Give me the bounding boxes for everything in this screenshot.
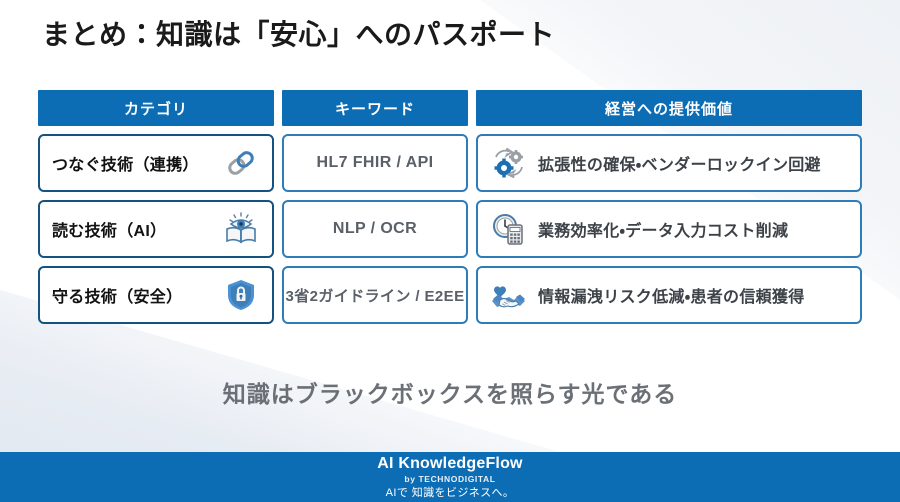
table-row: 守る技術（安全） 3省2ガイドライン / E2EE [38,266,862,324]
table-row: 読む技術（AI） [38,200,862,258]
keyword-label-1: HL7 FHIR / API [316,154,434,171]
handshake-heart-icon [490,276,528,314]
category-label-2: 読む技術（AI） [52,223,167,240]
clock-calculator-icon [490,210,528,248]
cell-category-3: 守る技術（安全） [38,266,274,324]
table-header-value: 経営への提供価値 [476,90,862,126]
table-header-category: カテゴリ [38,90,274,126]
cell-category-1: つなぐ技術（連携） [38,134,274,192]
category-label-1: つなぐ技術（連携） [52,157,199,174]
keyword-label-3: 3省2ガイドライン / E2EE [285,287,465,305]
footer-bar: AI KnowledgeFlow by TECHNODIGITAL AIで 知識… [0,452,900,502]
cell-value-3: 情報漏洩リスク低減・患者の信頼獲得 [476,266,862,324]
open-book-eye-icon [222,210,260,248]
summary-table: カテゴリ キーワード 経営への提供価値 つなぐ技術（連携） HL7 FHIR [38,90,862,324]
cell-keyword-2: NLP / OCR [282,200,468,258]
table-row: つなぐ技術（連携） HL7 FHIR / API [38,134,862,192]
slide-tagline: 知識はブラックボックスを照らす光である [222,381,678,407]
value-label-2: 業務効率化・データ入力コスト削減 [538,223,789,240]
footer-tagline: AIで 知識をビジネスへ。 [385,486,515,499]
cell-keyword-1: HL7 FHIR / API [282,134,468,192]
value-label-3: 情報漏洩リスク低減・患者の信頼獲得 [538,289,805,306]
page-title: まとめ：知識は「安心」へのパスポート [42,19,556,50]
footer-byline: by TECHNODIGITAL [404,473,496,484]
value-label-1: 拡張性の確保・ベンダーロックイン回避 [538,157,821,174]
footer-brand: AI KnowledgeFlow [377,455,523,473]
keyword-label-2: NLP / OCR [332,220,418,237]
cell-keyword-3: 3省2ガイドライン / E2EE [282,266,468,324]
cell-category-2: 読む技術（AI） [38,200,274,258]
shield-lock-icon [222,276,260,314]
category-label-3: 守る技術（安全） [52,289,183,306]
cell-value-1: 拡張性の確保・ベンダーロックイン回避 [476,134,862,192]
table-header-row: カテゴリ キーワード 経営への提供価値 [38,90,862,126]
cell-value-2: 業務効率化・データ入力コスト削減 [476,200,862,258]
table-header-keyword: キーワード [282,90,468,126]
chain-link-icon [222,144,260,182]
gears-refresh-icon [490,144,528,182]
